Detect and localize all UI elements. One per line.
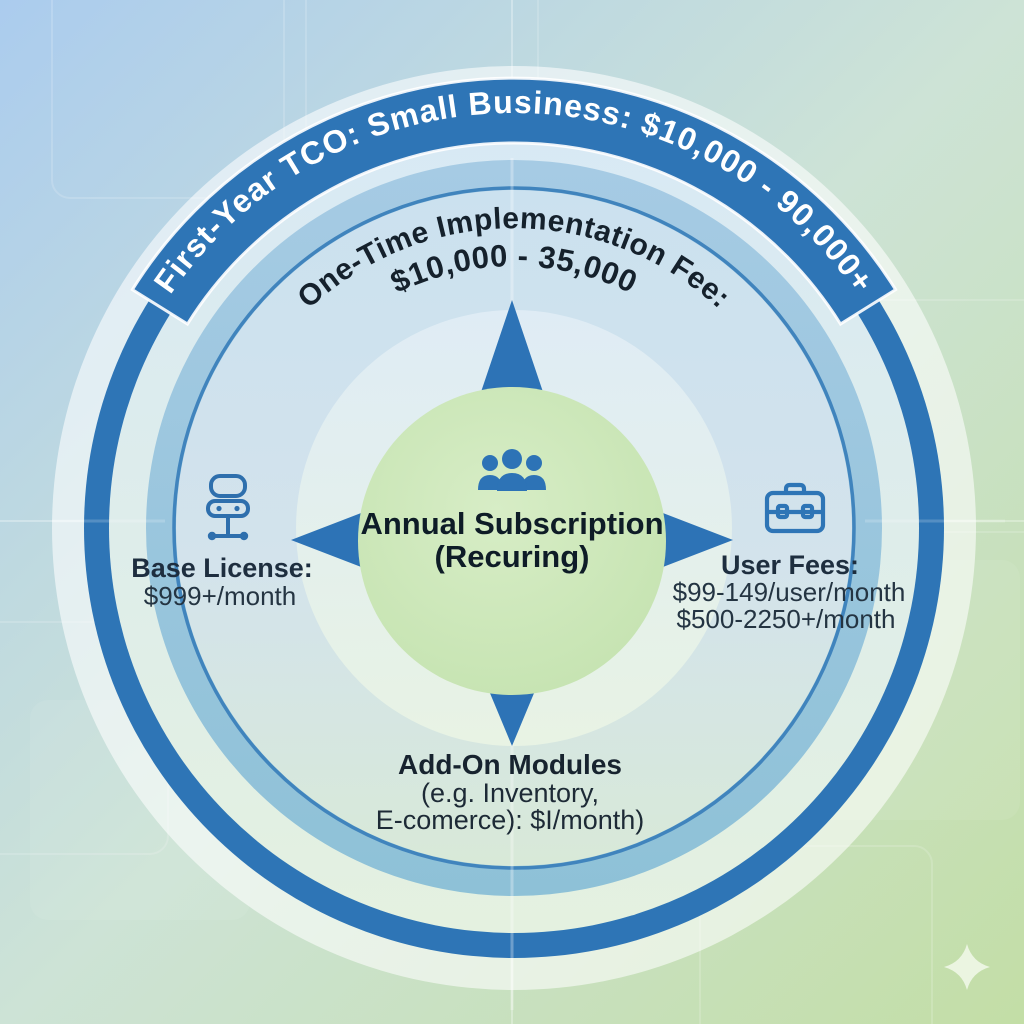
- base-license-title: Base License:: [131, 553, 313, 583]
- briefcase-icon: [764, 482, 826, 534]
- user-fees-value-1: $99-149/user/month: [673, 577, 906, 607]
- user-fees-value-2: $500-2250+/month: [676, 604, 895, 634]
- addon-modules-value-1: (e.g. Inventory,: [421, 778, 599, 808]
- hub-title: Annual Subscription: [360, 506, 663, 541]
- mid-ring-inner-edge: [172, 186, 856, 870]
- addon-modules-value-2: E-comerce): $I/month): [376, 805, 645, 835]
- addon-modules-title: Add-On Modules: [398, 749, 622, 780]
- green-hub-circle: [358, 387, 666, 695]
- sparkle-icon: [944, 944, 990, 990]
- people-group-icon: [478, 449, 546, 491]
- title-band-arc: [130, 76, 898, 327]
- base-license-value: $999+/month: [144, 581, 297, 611]
- user-fees-title: User Fees:: [721, 550, 859, 580]
- hub-subtitle: (Recuring): [435, 539, 590, 574]
- server-icon: [206, 474, 250, 541]
